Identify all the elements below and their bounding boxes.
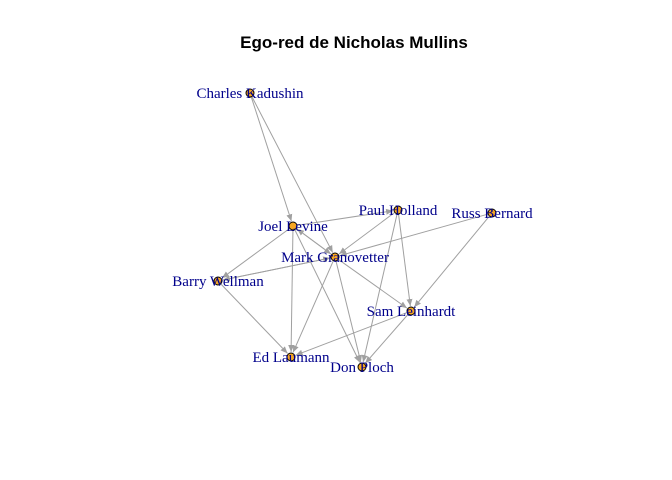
node-label-granovetter: Mark Granovetter [281,250,389,266]
edge-levine-to-ploch [294,229,361,363]
node-ploch[interactable] [357,362,367,372]
nodes-layer [213,88,497,372]
node-label-levine: Joel Levine [258,219,328,235]
node-bernard[interactable] [487,208,497,218]
chart-title: Ego-red de Nicholas Mullins [240,33,468,52]
node-granovetter[interactable] [330,252,340,262]
node-label-ploch: Don Ploch [330,360,394,376]
edge-leinhardt-to-ploch [364,313,409,364]
edge-wellman-to-laumann [220,283,288,354]
edge-levine-to-holland [296,208,394,226]
edge-holland-to-ploch [361,213,398,363]
edge-kadushin-to-granovetter [251,96,334,253]
node-laumann[interactable] [286,352,296,362]
node-wellman[interactable] [213,276,223,286]
edge-granovetter-to-levine [296,228,333,256]
node-leinhardt[interactable] [406,306,416,316]
node-label-wellman: Barry Wellman [172,274,264,290]
edge-levine-to-wellman [221,227,291,279]
node-label-leinhardt: Sam Leinhardt [367,304,457,320]
node-kadushin[interactable] [245,88,255,98]
edge-leinhardt-to-laumann [295,311,408,356]
edge-wellman-to-granovetter [221,256,331,281]
node-label-bernard: Russ Bernard [451,206,533,222]
node-label-kadushin: Charles Kadushin [196,86,304,102]
edges-layer [220,96,490,364]
edge-levine-to-laumann [288,229,295,353]
node-holland[interactable] [393,205,403,215]
edge-granovetter-to-ploch [335,260,363,363]
edge-granovetter-to-laumann [292,260,334,353]
node-label-laumann: Ed Laumann [252,350,330,366]
edge-holland-to-granovetter [338,211,396,255]
edge-bernard-to-leinhardt [413,215,490,308]
edge-bernard-to-granovetter [339,213,489,257]
node-label-holland: Paul Holland [359,203,438,219]
edge-kadushin-to-levine [250,96,293,222]
edge-holland-to-leinhardt [398,213,413,307]
node-levine[interactable] [288,221,298,231]
edge-granovetter-to-leinhardt [337,258,408,309]
